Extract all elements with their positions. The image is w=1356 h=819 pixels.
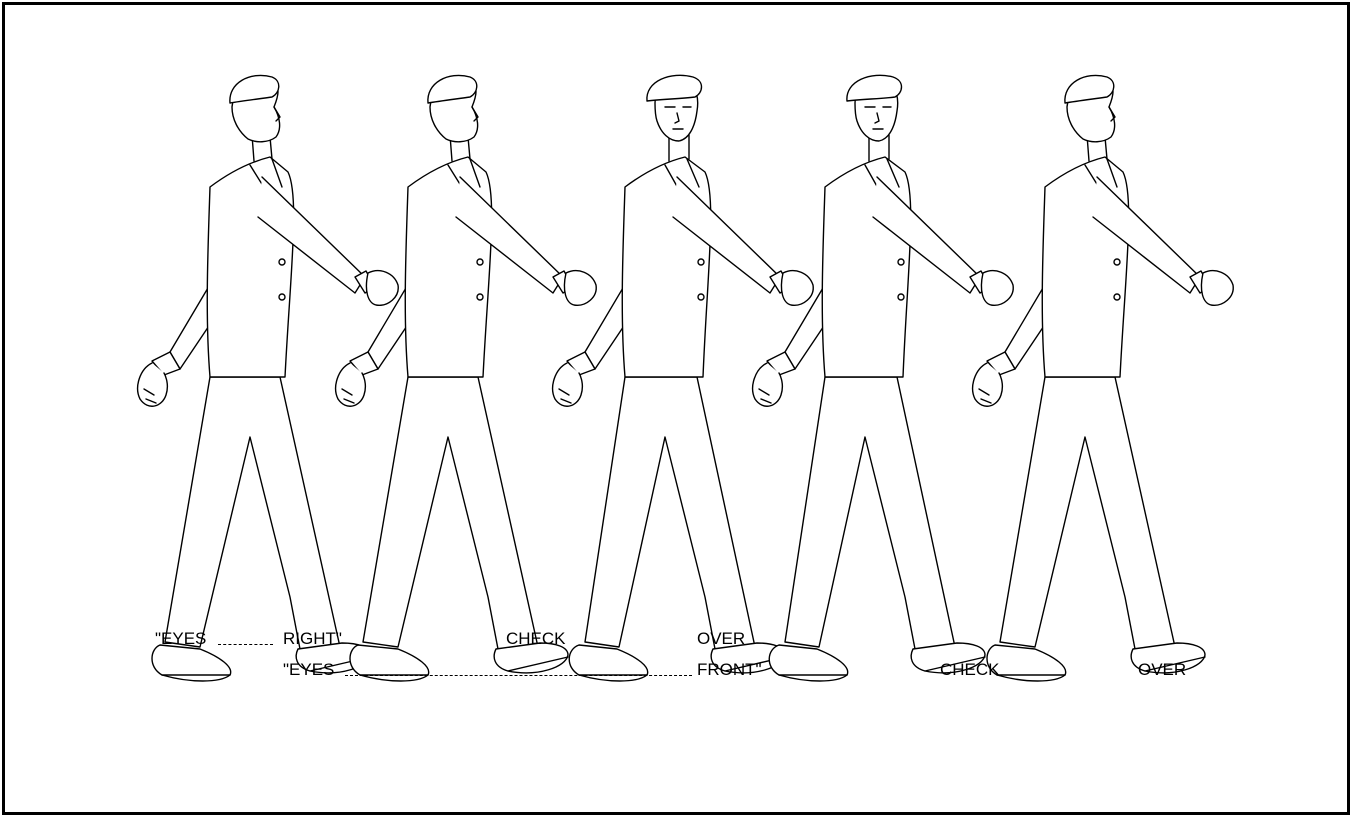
- command-check-1: CHECK: [506, 629, 566, 649]
- command-dash-eyes-front: [345, 675, 692, 676]
- command-eyes-front-end: FRONT": [697, 660, 762, 680]
- soldier-figure-5: [973, 75, 1234, 681]
- command-over-2: OVER: [1138, 660, 1186, 680]
- command-over-1: OVER: [697, 629, 745, 649]
- command-eyes-right-start: "EYES: [155, 629, 206, 649]
- marching-illustration: [5, 5, 1350, 815]
- command-check-2: CHECK: [940, 660, 1000, 680]
- command-eyes-front-start: "EYES: [283, 660, 334, 680]
- command-dash-eyes-right: [218, 644, 273, 645]
- command-eyes-right-end: RIGHT": [283, 629, 342, 649]
